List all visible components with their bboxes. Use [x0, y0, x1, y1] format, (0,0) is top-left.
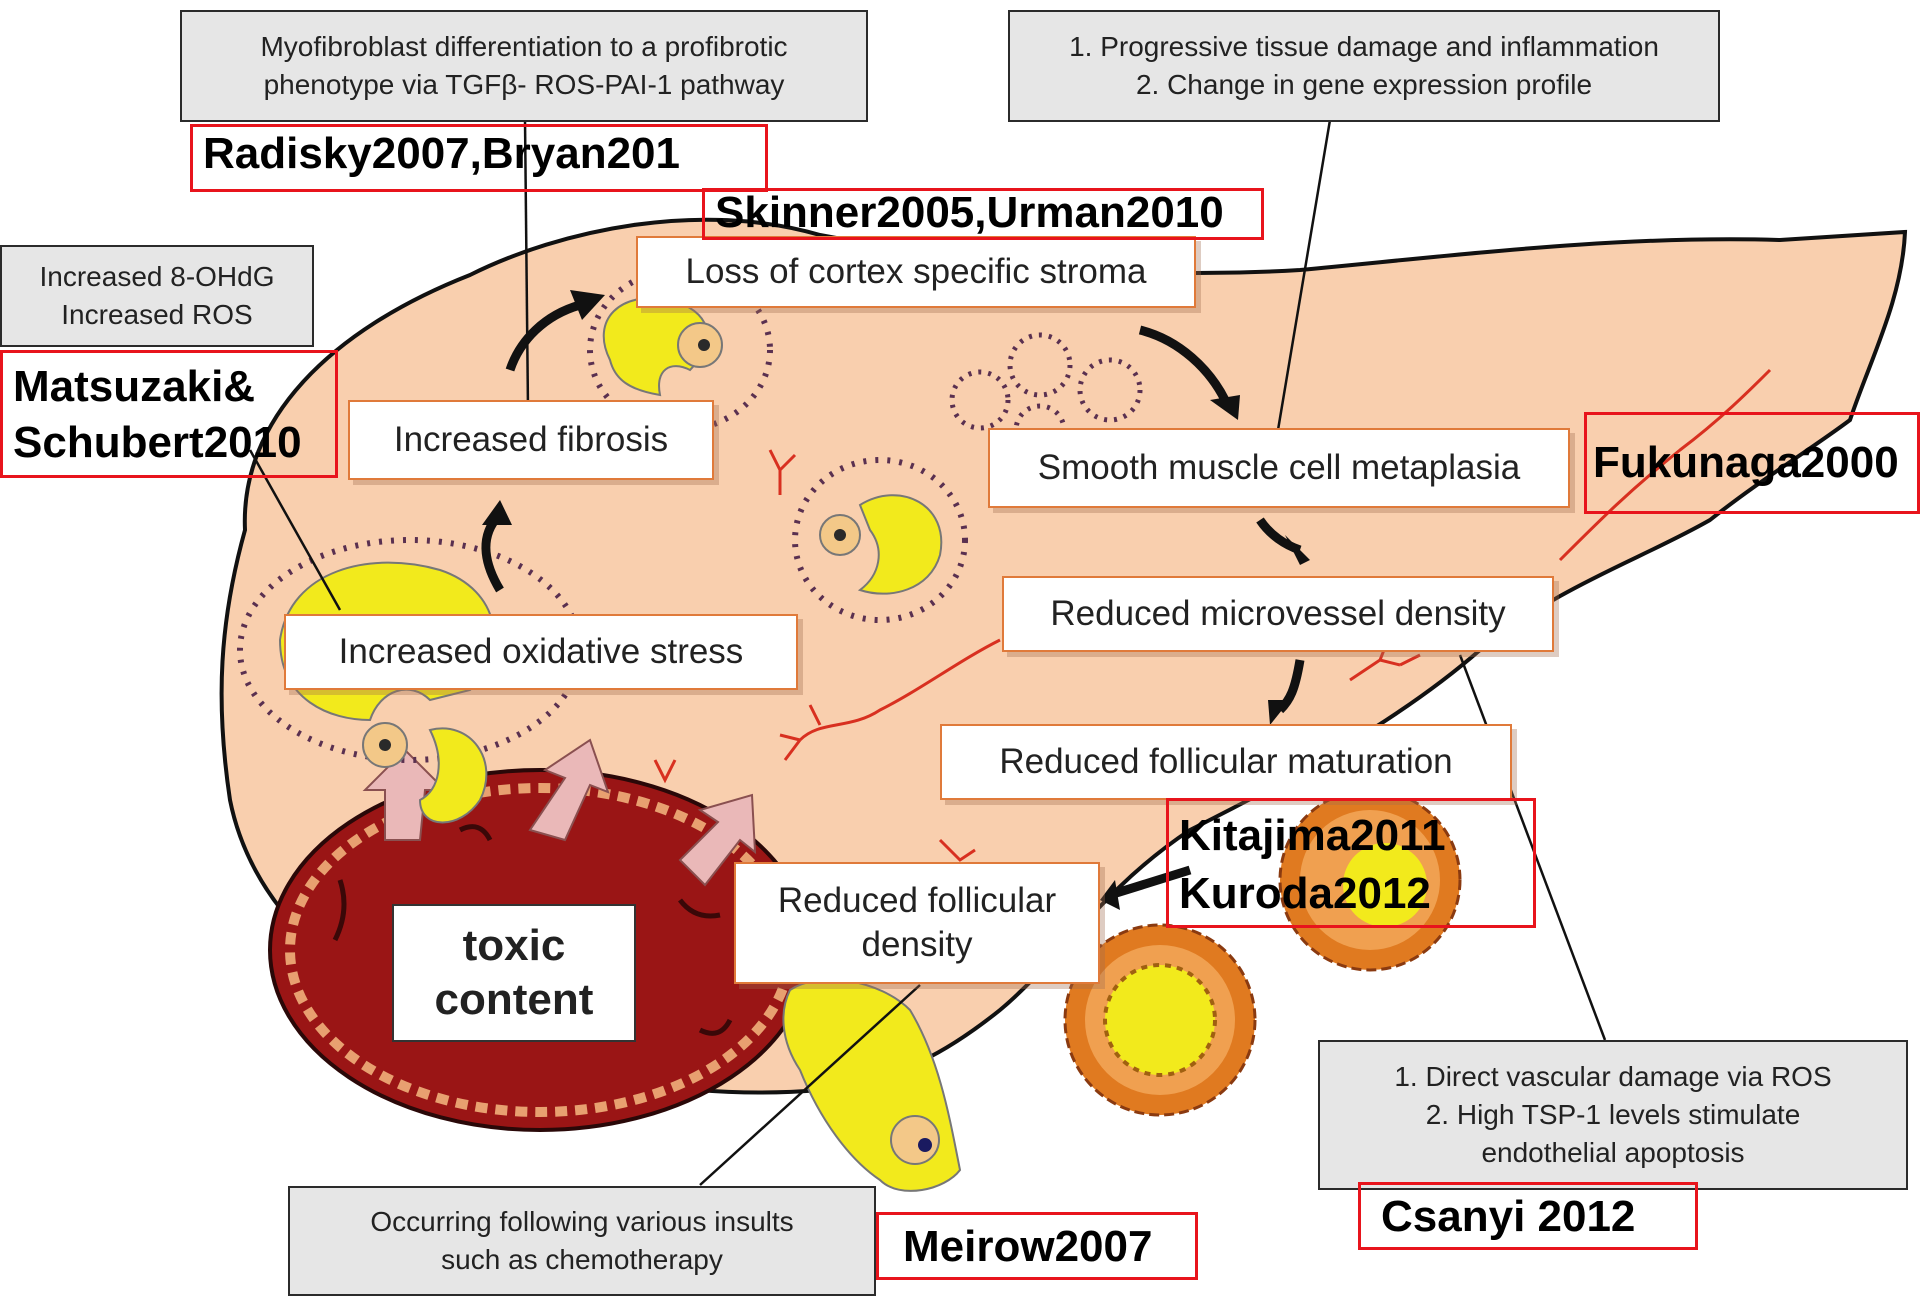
reduced-density-line-2: density — [861, 925, 973, 964]
pink-arrows — [362, 738, 757, 887]
direct-vascular-box: 1. Direct vascular damage via ROS 2. Hig… — [1318, 1040, 1908, 1190]
reduced-microvessel-label: Reduced microvessel density — [1002, 576, 1554, 652]
reference-meirow: Meirow2007 — [876, 1212, 1198, 1280]
reference-skinner: Skinner2005,Urman2010 — [702, 188, 1264, 240]
toxic-line-1: toxic — [462, 921, 566, 970]
reference-kitajima: Kitajima2011 Kuroda2012 — [1166, 798, 1536, 928]
matsuzaki-line-1: Matsuzaki& — [13, 362, 256, 411]
insults-line-1: Occurring following various insults — [370, 1206, 794, 1237]
increased-8ohdg-box: Increased 8-OHdG Increased ROS — [0, 245, 314, 347]
reference-csanyi: Csanyi 2012 — [1358, 1182, 1698, 1250]
vascular-line-2: 2. High TSP-1 levels stimulate — [1425, 1099, 1801, 1130]
vascular-line-3: endothelial apoptosis — [1481, 1137, 1745, 1168]
reduced-maturation-label: Reduced follicular maturation — [940, 724, 1512, 800]
insults-box: Occurring following various insults such… — [288, 1186, 876, 1296]
myofibroblast-line-1: Myofibroblast differentiation to a profi… — [260, 31, 788, 62]
myofibroblast-box: Myofibroblast differentiation to a profi… — [180, 10, 868, 122]
myofibroblast-line-2: phenotype via TGFβ- ROS-PAI-1 pathway — [263, 69, 785, 100]
follicle-top — [587, 267, 773, 433]
reduced-density-label: Reduced follicular density — [734, 862, 1100, 984]
increased-oxidative-label: Increased oxidative stress — [284, 614, 798, 690]
blood-vessels — [653, 368, 1772, 862]
black-arrows — [481, 300, 1305, 900]
reference-matsuzaki: Matsuzaki& Schubert2010 — [0, 350, 338, 478]
kitajima-line-1: Kitajima2011 — [1179, 811, 1446, 860]
kitajima-line-2: Kuroda2012 — [1179, 869, 1431, 918]
8ohdg-line-2: Increased ROS — [61, 299, 253, 330]
reference-fukunaga: Fukunaga2000 — [1584, 412, 1920, 514]
vascular-line-1: 1. Direct vascular damage via ROS — [1394, 1061, 1832, 1092]
reference-radisky: Radisky2007,Bryan201 — [190, 124, 768, 192]
increased-fibrosis-label: Increased fibrosis — [348, 400, 714, 480]
toxic-line-2: content — [434, 975, 594, 1024]
smooth-muscle-label: Smooth muscle cell metaplasia — [988, 428, 1570, 508]
insults-line-2: such as chemotherapy — [441, 1244, 723, 1275]
8ohdg-line-1: Increased 8-OHdG — [39, 261, 275, 292]
toxic-content-label: toxic content — [392, 904, 636, 1042]
follicle-bottom — [782, 978, 962, 1192]
progressive-line-2: 2. Change in gene expression profile — [1135, 69, 1593, 100]
follicle-middle — [792, 457, 968, 623]
matsuzaki-line-2: Schubert2010 — [13, 418, 302, 467]
loss-cortex-label: Loss of cortex specific stroma — [636, 236, 1196, 308]
reduced-density-line-1: Reduced follicular — [777, 881, 1057, 920]
arrow-heads — [482, 290, 1310, 910]
progressive-damage-box: 1. Progressive tissue damage and inflamm… — [1008, 10, 1720, 122]
progressive-line-1: 1. Progressive tissue damage and inflamm… — [1069, 31, 1659, 62]
